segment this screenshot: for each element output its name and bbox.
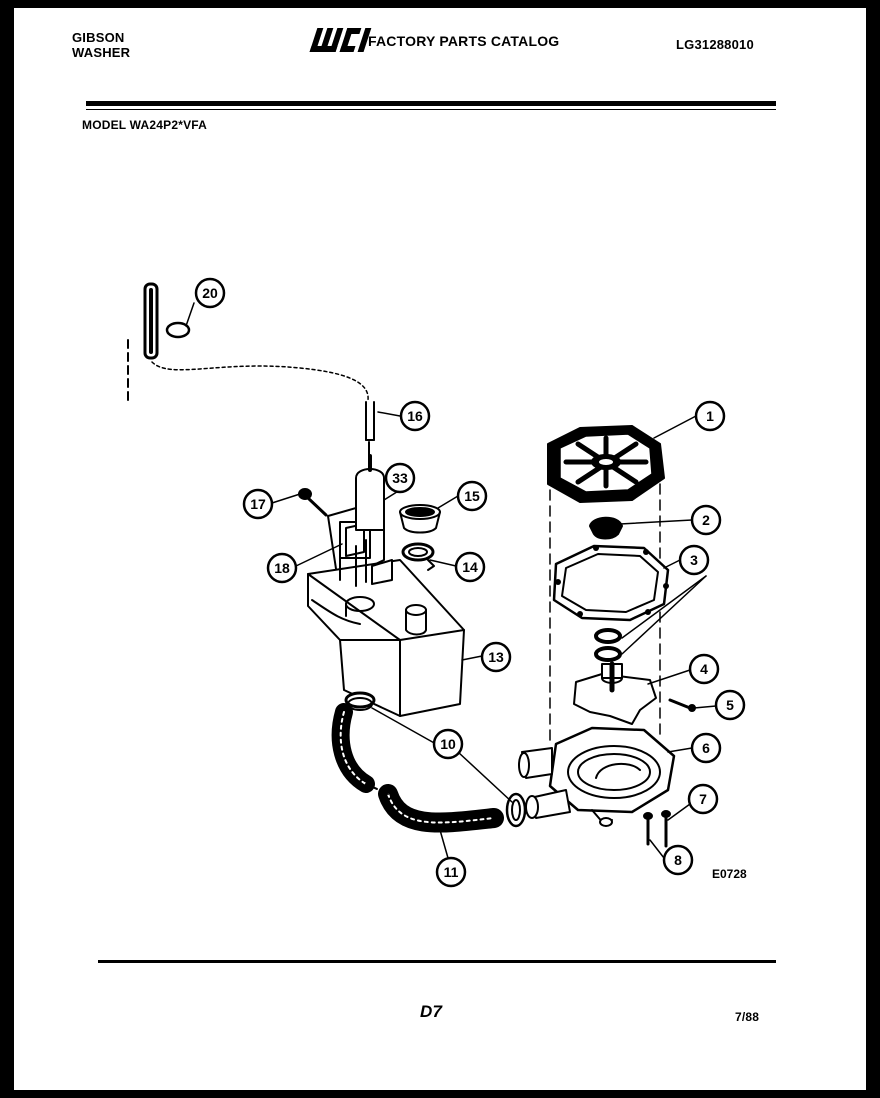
callout-18-label: 18: [274, 560, 290, 576]
callout-10-label: 10: [440, 736, 456, 752]
seal-rings: [594, 628, 622, 662]
callout-13-label: 13: [488, 649, 504, 665]
callout-8-label: 8: [674, 852, 682, 868]
callout-4-label: 4: [700, 661, 708, 677]
callout-3: 3: [678, 544, 710, 576]
catalog-title: FACTORY PARTS CATALOG: [368, 33, 560, 49]
part-1-pump-cover: [547, 425, 665, 503]
callout-11-label: 11: [444, 864, 459, 880]
callout-20: 20: [194, 277, 226, 309]
callout-1: 1: [694, 400, 726, 432]
callout-8: 8: [662, 844, 694, 876]
brand-block: GIBSON WASHER: [72, 30, 130, 60]
callout-3-label: 3: [690, 552, 698, 568]
callout-33: 33: [384, 462, 416, 494]
callout-16: 16: [399, 400, 431, 432]
callout-5-label: 5: [726, 697, 734, 713]
callout-11: 11: [435, 856, 467, 888]
callout-16-label: 16: [407, 408, 423, 424]
callout-14: 14: [454, 551, 486, 583]
part-7-8-screws: [643, 810, 671, 848]
part-15-valve-cap: [399, 504, 441, 534]
callout-5: 5: [714, 689, 746, 721]
callout-2: 2: [690, 504, 722, 536]
part-11-hose: [331, 703, 504, 833]
part-14-clamp: [401, 542, 435, 571]
callout-13: 13: [480, 641, 512, 673]
callout-6-label: 6: [702, 740, 710, 756]
model-number: MODEL WA24P2*VFA: [82, 118, 208, 132]
callout-15-label: 15: [464, 488, 480, 504]
callout-33-label: 33: [392, 470, 408, 486]
catalog-number: LG31288010: [676, 37, 754, 52]
callout-18: 18: [266, 552, 298, 584]
part-20-siphon-tube: [127, 282, 369, 401]
callout-17: 17: [242, 488, 274, 520]
part-6-pump-housing: [518, 726, 676, 827]
header-rule: [86, 101, 776, 106]
callout-20-label: 20: [202, 285, 218, 301]
callout-15: 15: [456, 480, 488, 512]
callout-group: 20 16 17 33 15 18 14 13 10 11 1 2 3 4 5 …: [194, 277, 746, 888]
callout-10: 10: [432, 728, 464, 760]
callout-14-label: 14: [462, 559, 478, 575]
footer-rule: [98, 960, 776, 963]
revision-date: 7/88: [735, 1010, 760, 1024]
catalog-sheet: [14, 8, 866, 1090]
callout-4: 4: [688, 653, 720, 685]
part-17-screw: [298, 488, 328, 517]
leader-lines: [185, 302, 717, 859]
brand-name: GIBSON: [72, 30, 125, 45]
appliance-type: WASHER: [72, 45, 131, 60]
callout-1-label: 1: [706, 408, 714, 424]
part-5-screw: [668, 698, 696, 712]
drawing-code: E0728: [712, 867, 747, 881]
page-number: D7: [420, 1002, 443, 1021]
part-13-dispenser-tank: [307, 535, 465, 717]
part-4-pump-body: [573, 661, 657, 725]
part-3-gasket: [552, 544, 670, 622]
header-rule-thin: [86, 109, 776, 110]
part-10-hose-clamp: [344, 691, 527, 828]
callout-17-label: 17: [250, 496, 266, 512]
wci-logo: [309, 28, 372, 52]
callout-7: 7: [687, 783, 719, 815]
callout-7-label: 7: [699, 791, 707, 807]
callout-6: 6: [690, 732, 722, 764]
part-2-impeller: [589, 516, 623, 540]
callout-2-label: 2: [702, 512, 710, 528]
